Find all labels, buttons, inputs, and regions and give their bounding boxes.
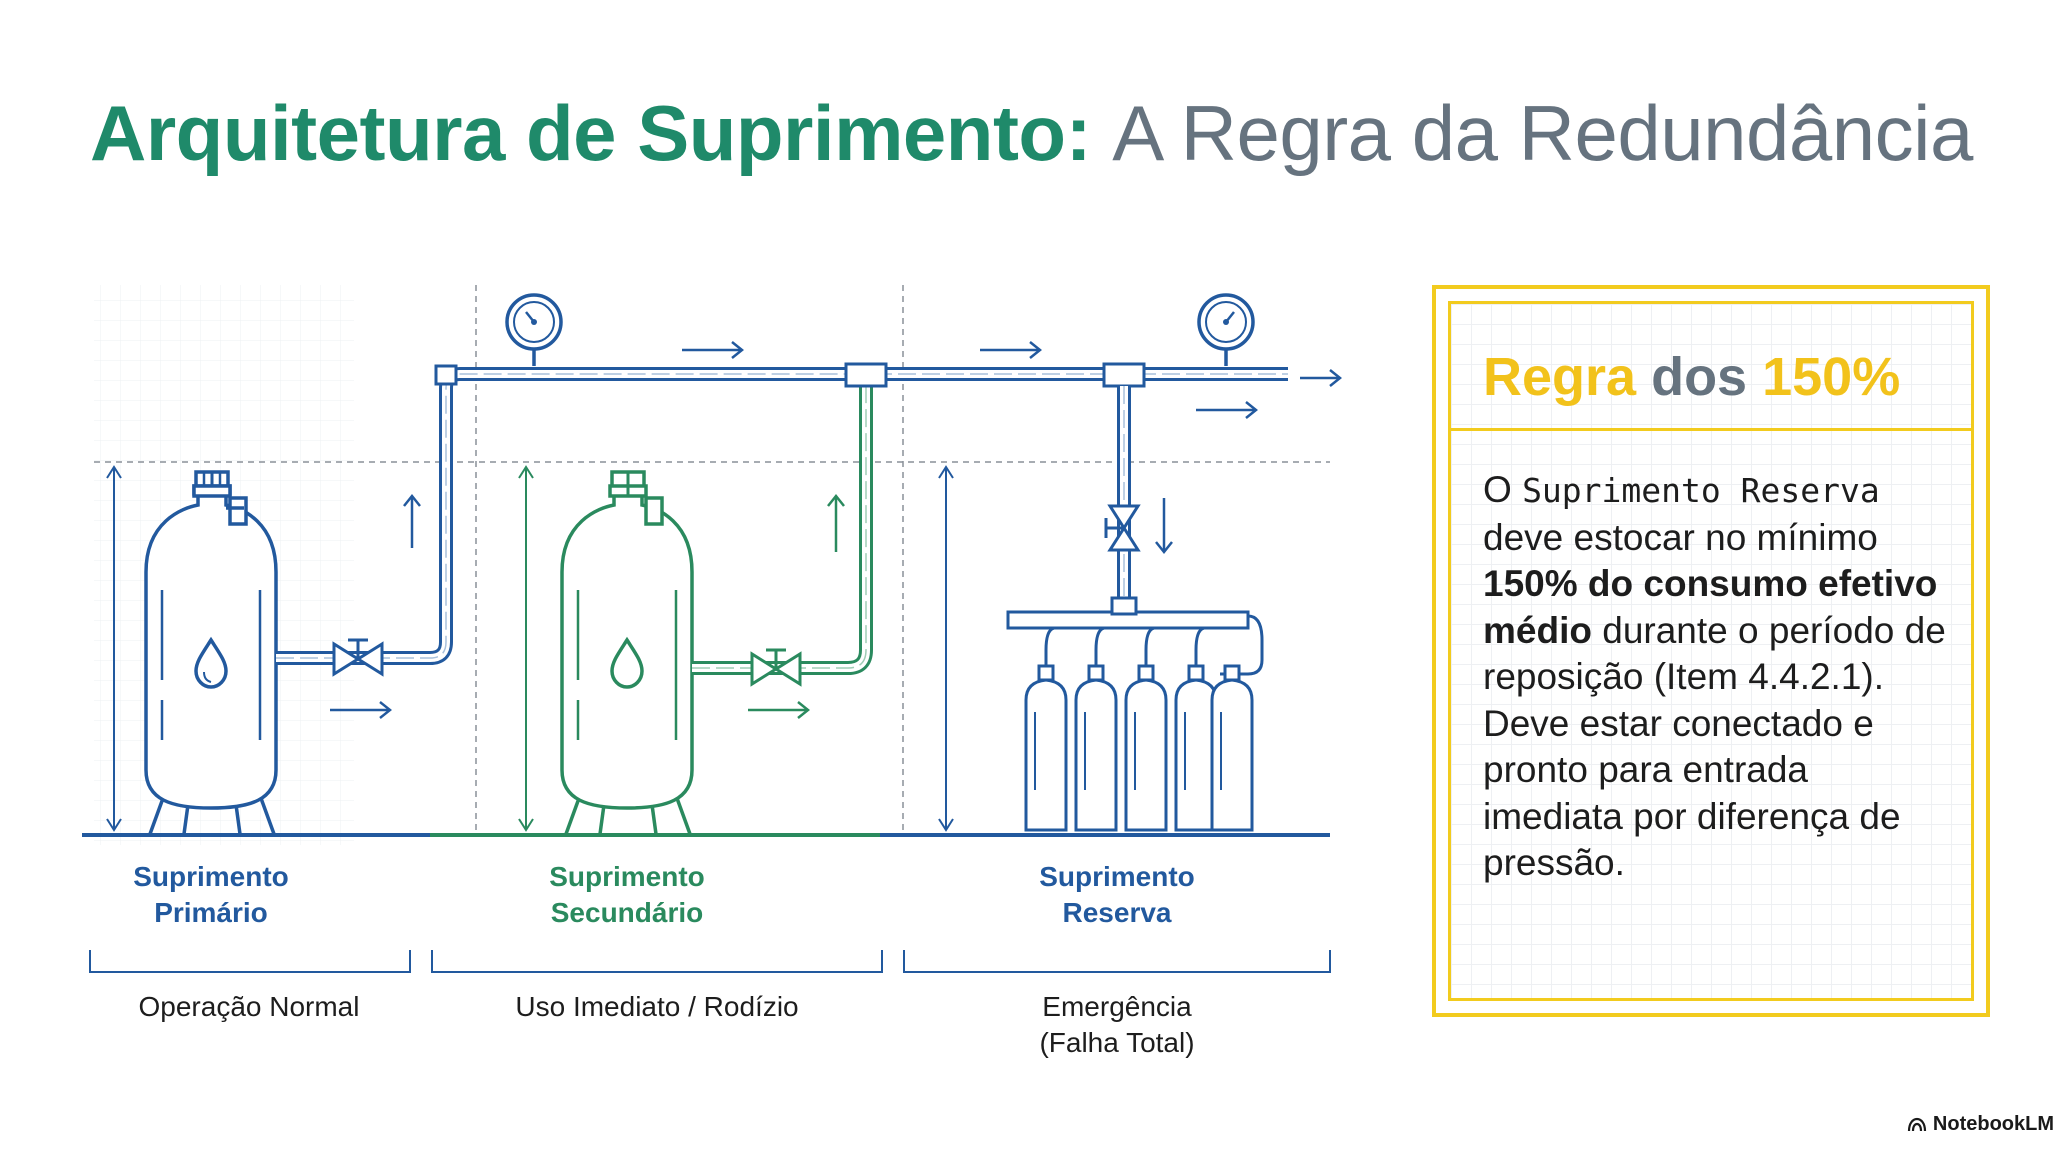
callout-text-bold: 150% do consumo efetivo médio xyxy=(1483,563,1938,651)
secondary-supply-label-line2: Secundário xyxy=(551,897,703,928)
flow-arrow-icon xyxy=(1155,498,1173,555)
reserve-supply-label-line2: Reserva xyxy=(1063,897,1172,928)
rule-callout-title: Regra dos 150% xyxy=(1451,304,1971,431)
mode-brackets xyxy=(89,950,1331,973)
flow-arrow-icon xyxy=(980,341,1043,359)
pressure-gauge-icon xyxy=(505,293,563,366)
page-title: Arquitetura de Suprimento: A Regra da Re… xyxy=(90,88,1973,179)
supply-architecture-diagram: Suprimento Primário Suprimento Secundári… xyxy=(82,285,1343,1058)
gas-cylinder xyxy=(1074,626,1118,832)
gas-cylinder xyxy=(1124,626,1168,832)
flow-arrow-icon xyxy=(748,701,811,719)
height-dimension-arrows xyxy=(106,465,954,832)
primary-supply-label-line1: Suprimento xyxy=(133,861,289,892)
flow-arrow-icon xyxy=(682,341,745,359)
flow-arrow-icon xyxy=(403,493,421,548)
flow-arrow-icon xyxy=(1196,401,1259,419)
valve-icon xyxy=(1104,504,1141,552)
brand-name: NotebookLM xyxy=(1932,1113,2054,1135)
gas-cylinder xyxy=(1024,626,1068,832)
callout-text-tail: durante o período de reposição (Item 4.4… xyxy=(1483,609,1946,698)
flow-arrow-icon xyxy=(827,493,845,552)
pressure-gauge-icon xyxy=(1197,293,1255,366)
valve-icon xyxy=(750,648,802,687)
mode-labels: Operação Normal Uso Imediato / Rodízio E… xyxy=(139,991,1195,1058)
mode-label-reserve-line2: (Falha Total) xyxy=(1039,1027,1194,1058)
notebooklm-logo-icon xyxy=(1907,1117,1927,1131)
callout-title-word1: Regra xyxy=(1483,347,1637,407)
reserve-supply-label-line1: Suprimento xyxy=(1039,861,1195,892)
water-drop-highlight xyxy=(203,671,212,683)
primary-supply-label-line2: Primário xyxy=(154,897,268,928)
flow-arrows xyxy=(330,341,1343,719)
rule-callout-inner: Regra dos 150% O Suprimento Reserva deve… xyxy=(1448,301,1974,1001)
secondary-pipe xyxy=(692,374,873,675)
water-drop-icon xyxy=(194,636,228,689)
water-drop-icon xyxy=(610,636,644,689)
supply-labels: Suprimento Primário Suprimento Secundári… xyxy=(133,861,1195,928)
tee-fittings xyxy=(434,362,1146,388)
rule-callout: Regra dos 150% O Suprimento Reserva deve… xyxy=(1432,285,1990,1017)
reserve-manifold xyxy=(1006,596,1264,676)
rule-callout-body: O Suprimento Reserva deve estocar no mín… xyxy=(1451,431,1971,887)
flow-arrow-icon xyxy=(330,701,393,719)
flow-arrow-icon xyxy=(1300,369,1343,387)
primary-tank xyxy=(144,470,278,835)
callout-text-reserve: Suprimento Reserva xyxy=(1522,471,1880,510)
mode-label-secondary: Uso Imediato / Rodízio xyxy=(515,991,798,1022)
callout-text-lead: O xyxy=(1483,469,1523,510)
mode-label-primary: Operação Normal xyxy=(139,991,360,1022)
cylinder-bank xyxy=(1024,626,1254,832)
gas-cylinder xyxy=(1174,626,1218,832)
secondary-tank xyxy=(560,470,694,835)
callout-title-word2: dos xyxy=(1651,347,1748,407)
title-main: Arquitetura de Suprimento: xyxy=(90,89,1092,177)
mode-label-reserve: Emergência xyxy=(1042,991,1192,1022)
callout-title-word3: 150% xyxy=(1762,347,1901,407)
valve-icon xyxy=(332,638,384,677)
secondary-supply-label-line1: Suprimento xyxy=(549,861,705,892)
callout-text-1: deve estocar no mínimo xyxy=(1483,516,1878,558)
title-sub: A Regra da Redundância xyxy=(1112,89,1973,177)
callout-text-2: Deve estar conectado e pronto para entra… xyxy=(1483,702,1901,884)
gas-cylinder xyxy=(1210,664,1254,832)
notebooklm-brand: NotebookLM xyxy=(1907,1113,2054,1136)
